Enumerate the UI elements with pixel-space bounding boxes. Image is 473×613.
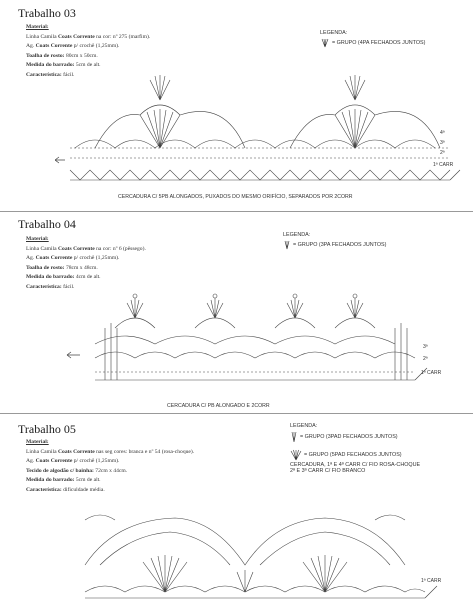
material-block: Material: Linha Camila Coats Corrente na… — [26, 236, 146, 290]
group-4pa-symbol-icon — [321, 38, 329, 48]
row-mark: 1ª CARR — [433, 162, 454, 168]
row-mark: 3ª — [440, 140, 445, 146]
row-mark: 4ª — [440, 130, 445, 136]
legend: LEGENDA: = GRUPO (3PA FECHADOS JUNTOS) — [283, 232, 386, 250]
material-block: Material: Linha Camila Coats Corrente na… — [26, 24, 151, 78]
row-mark: 1ª CARR — [421, 370, 442, 376]
legend: LEGENDA: = GRUPO (4PA FECHADOS JUNTOS) — [320, 30, 425, 48]
legend-item: CERCADURA, 1ª E 4ª CARR C/ FIO ROSA-CHOQ… — [290, 462, 421, 468]
row-mark: 3ª — [423, 344, 428, 350]
section-trabalho-05: Trabalho 05 Material: Linha Camila Coats… — [0, 415, 473, 613]
legend-item: = GRUPO (3PA FECHADOS JUNTOS) — [293, 242, 387, 248]
legend-title: LEGENDA: — [320, 30, 348, 36]
material-block: Material: Linha Camila Coats Corrente na… — [26, 439, 195, 493]
crochet-chart-03: 4ª 3ª 2ª 1ª CARR — [55, 75, 461, 181]
group-5pad-symbol-icon — [290, 449, 302, 461]
material-label: Material: — [26, 24, 49, 30]
section-title: Trabalho 04 — [18, 217, 76, 231]
material-label: Material: — [26, 236, 49, 242]
section-trabalho-03: Trabalho 03 Material: Linha Camila Coats… — [0, 0, 473, 213]
legend-item: 2ª E 3ª CARR C/ FIO BRANCO — [290, 468, 366, 474]
legend: LEGENDA: = GRUPO (3PAD FECHADOS JUNTOS) … — [290, 423, 420, 474]
section-divider — [0, 211, 473, 212]
legend-item: = GRUPO (3PAD FECHADOS JUNTOS) — [300, 434, 398, 440]
legend-title: LEGENDA: — [283, 232, 311, 238]
section-title: Trabalho 05 — [18, 422, 76, 436]
crochet-chart-05: 1ª CARR — [84, 514, 442, 599]
row-mark: 1ª CARR — [421, 578, 442, 584]
crochet-chart-04: 3ª 2ª 1ª CARR — [66, 293, 442, 381]
legend-title: LEGENDA: — [290, 423, 318, 429]
material-label: Material: — [26, 439, 49, 445]
section-trabalho-04: Trabalho 04 Material: Linha Camila Coats… — [0, 213, 473, 413]
group-3pad-symbol-icon — [291, 431, 297, 443]
group-3pa-symbol-icon — [284, 240, 290, 250]
legend-item: = GRUPO (4PA FECHADOS JUNTOS) — [332, 40, 426, 46]
row-mark: 2ª — [440, 150, 445, 156]
legend-item: = GRUPO (5PAD FECHADOS JUNTOS) — [304, 452, 402, 458]
chart-caption: CERCADURA C/ 5PB ALONGADOS, PUXADOS DO M… — [118, 194, 353, 200]
row-mark: 2ª — [423, 356, 428, 362]
chart-caption: CERCADURA C/ PB ALONGADO E 2CORR — [167, 403, 270, 409]
section-title: Trabalho 03 — [18, 6, 76, 20]
section-divider — [0, 413, 473, 414]
